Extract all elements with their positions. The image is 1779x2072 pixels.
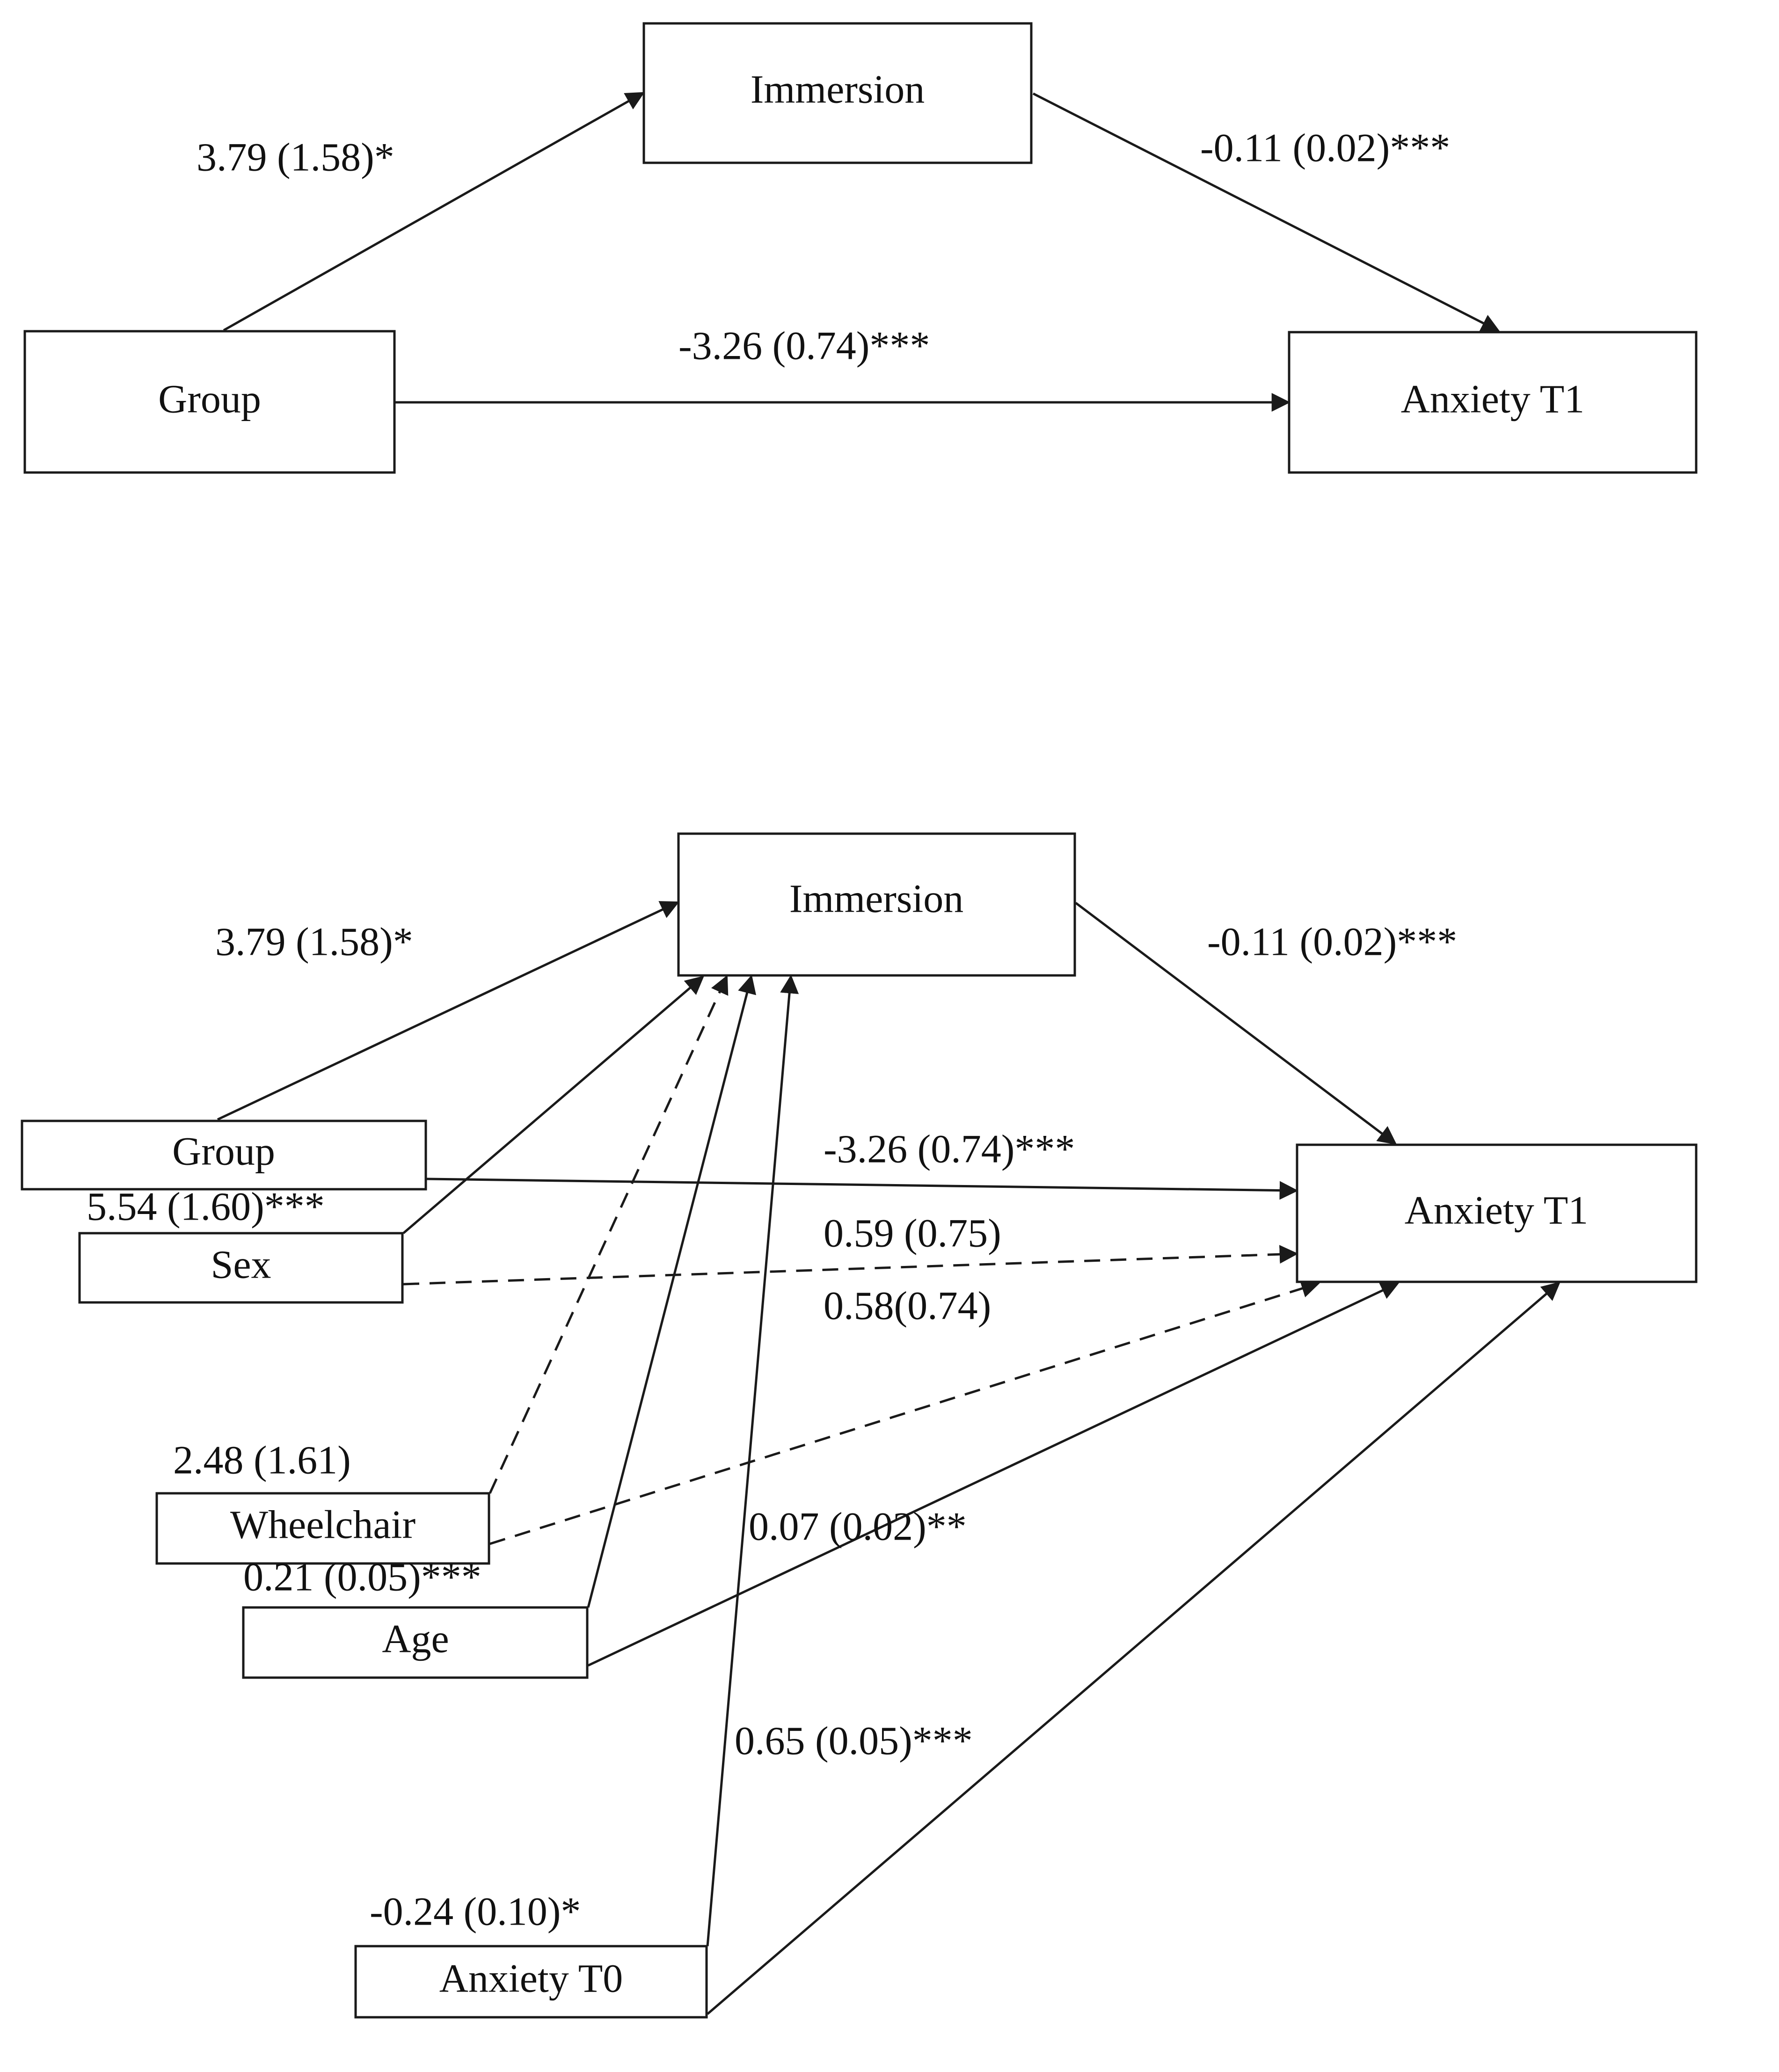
- edge-anxietyt0-to-anxiety: [707, 1281, 1561, 2015]
- edge-wheelchair-to-immersion: [488, 974, 729, 1494]
- node-sex-label: Sex: [211, 1242, 271, 1287]
- node-immersion-label: Immersion: [751, 67, 925, 112]
- edge-immersion-to-anxiety-2: [1075, 902, 1397, 1145]
- path-label-sex-anxiety: 0.59 (0.75): [824, 1211, 1001, 1256]
- node-immersion-2: [677, 832, 1076, 977]
- node-group: [23, 330, 396, 474]
- path-label-immersion-anxiety-2: -0.11 (0.02)***: [1207, 919, 1457, 964]
- path-label-b: -0.11 (0.02)***: [1200, 125, 1450, 170]
- edge-immersion-to-anxiety: [1032, 92, 1500, 332]
- node-immersion-2-label: Immersion: [789, 876, 964, 921]
- path-label-a: 3.79 (1.58)*: [197, 135, 394, 180]
- edge-group-to-immersion-2: [217, 901, 680, 1121]
- node-anxiety-t0-label: Anxiety T0: [439, 1956, 623, 2001]
- node-age-label: Age: [382, 1616, 449, 1661]
- node-sex: [78, 1232, 404, 1304]
- node-anxiety-t1-2: [1296, 1143, 1698, 1283]
- node-immersion: [642, 22, 1033, 164]
- node-anxiety-t0: [354, 1945, 708, 2019]
- edge-wheelchair-to-anxiety: [489, 1279, 1320, 1545]
- path-label-age-anxiety: 0.07 (0.02)**: [749, 1504, 967, 1549]
- edge-age-to-immersion: [587, 974, 757, 1608]
- node-group-2: [21, 1120, 427, 1191]
- panel-simple-mediation: Group Immersion Anxiety T1 3.79 (1.58)* …: [23, 22, 1698, 474]
- path-label-wheelchair-immersion: 2.48 (1.61): [173, 1438, 351, 1483]
- path-label-group-immersion-2: 3.79 (1.58)*: [215, 919, 413, 964]
- node-group-label: Group: [158, 377, 261, 422]
- node-wheelchair-label: Wheelchair: [230, 1502, 416, 1547]
- path-label-wheelchair-anxiety: 0.58(0.74): [824, 1283, 991, 1328]
- path-label-age-immersion: 0.21 (0.05)***: [243, 1555, 481, 1599]
- node-anxiety-t1-2-label: Anxiety T1: [1405, 1188, 1589, 1233]
- path-label-anxietyt0-immersion: -0.24 (0.10)*: [370, 1889, 581, 1934]
- node-wheelchair: [155, 1492, 490, 1565]
- node-group-2-label: Group: [172, 1129, 275, 1174]
- edge-group-to-anxiety-2: [426, 1178, 1298, 1200]
- edge-sex-to-immersion: [402, 975, 705, 1234]
- node-anxiety-t1-label: Anxiety T1: [1401, 377, 1585, 422]
- edge-sex-to-anxiety: [403, 1245, 1298, 1286]
- panel-covariate-mediation: Immersion Group Sex Wheelchair Age Anxie…: [21, 832, 1698, 2019]
- path-label-c: -3.26 (0.74)***: [678, 323, 930, 368]
- node-anxiety-t1: [1288, 331, 1698, 474]
- node-age: [242, 1606, 589, 1679]
- path-label-group-anxiety-2: -3.26 (0.74)***: [824, 1127, 1075, 1171]
- path-label-sex-immersion: 5.54 (1.60)***: [87, 1184, 325, 1229]
- edge-age-to-anxiety: [587, 1282, 1400, 1667]
- path-label-anxietyt0-anxiety: 0.65 (0.05)***: [735, 1718, 973, 1763]
- edge-group-to-immersion: [223, 92, 645, 332]
